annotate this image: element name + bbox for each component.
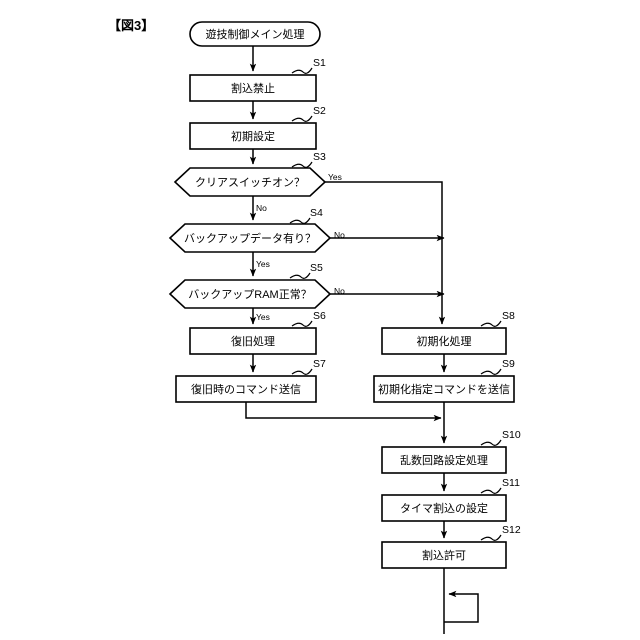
node-s2-label: 初期設定 [231,129,275,143]
process-shape [189,74,317,102]
branch-label-s3-yes: Yes [328,172,342,182]
leader-s4 [289,217,311,224]
process-shape [373,375,515,403]
leader-s6 [291,320,313,327]
node-s3[interactable]: クリアスイッチオン？ [173,167,327,197]
node-start-label: 遊技制御メイン処理 [206,27,305,41]
node-s7-label: 復旧時のコマンド送信 [191,382,301,396]
node-s10[interactable]: 乱数回路設定処理 [381,446,507,474]
process-shape [175,375,317,403]
branch-label-s3-no: No [256,203,267,213]
node-s8[interactable]: 初期化処理 [381,327,507,355]
node-s12-label: 割込許可 [422,548,466,562]
leader-s2 [291,115,313,122]
branch-label-group: Yes No Yes No Yes No [256,172,345,322]
step-label-s1: S1 [313,57,326,69]
process-shape [189,122,317,150]
node-s9-label: 初期化指定コマンドを送信 [378,382,510,396]
node-s8-label: 初期化処理 [417,334,472,348]
process-shape [381,327,507,355]
connector-group [245,46,479,634]
node-s12[interactable]: 割込許可 [381,541,507,569]
step-label-s7: S7 [313,358,326,370]
branch-label-s4-no: No [334,230,345,240]
connector-s3-yes-to-s8 [325,181,446,325]
step-label-s9: S9 [502,358,515,370]
node-s4-label: バックアップデータ有り？ [184,231,316,245]
branch-label-s5-no: No [334,286,345,296]
branch-label-s5-yes: Yes [256,312,270,322]
leader-s1 [291,67,313,74]
step-label-s11: S11 [502,477,520,489]
process-shape [381,541,507,569]
leader-s7 [291,368,313,375]
node-s11[interactable]: タイマ割込の設定 [381,494,507,522]
leader-s9 [480,368,502,375]
branch-label-s4-yes: Yes [256,259,270,269]
leader-s12 [480,534,502,541]
step-label-s3: S3 [313,151,326,163]
step-number-group: S1 S2 S3 S4 S5 S6 S7 S8 S9 S10 S11 S12 [310,57,521,536]
node-s7[interactable]: 復旧時のコマンド送信 [175,375,317,403]
node-s9[interactable]: 初期化指定コマンドを送信 [373,375,515,403]
step-label-s6: S6 [313,310,326,322]
step-label-s5: S5 [310,262,323,274]
leader-s5 [289,272,311,279]
process-shape [189,327,317,355]
step-label-s10: S10 [502,429,521,441]
connector-loop-back [444,590,479,623]
connector-s7-to-merge [245,402,442,422]
leader-s8 [480,320,502,327]
leader-s11 [480,487,502,494]
node-s11-label: タイマ割込の設定 [400,501,488,515]
node-s1-label: 割込禁止 [231,81,275,95]
decision-shape [168,223,332,253]
leader-s10 [480,439,502,446]
node-s3-label: クリアスイッチオン？ [195,176,305,189]
node-s6[interactable]: 復旧処理 [189,327,317,355]
step-label-s12: S12 [502,524,521,536]
step-leader-group [289,67,502,541]
node-s5-label: バックアップRAM正常？ [188,288,311,301]
figure-number-label: 【図3】 [108,18,154,33]
step-label-s2: S2 [313,105,326,117]
decision-shape [173,167,327,197]
terminator-shape [189,21,321,47]
process-shape [381,446,507,474]
node-s1[interactable]: 割込禁止 [189,74,317,102]
decision-shape [168,279,332,309]
node-s6-label: 復旧処理 [231,335,275,348]
step-label-s4: S4 [310,207,323,219]
leader-s3 [291,161,313,168]
process-shape [381,494,507,522]
node-s10-label: 乱数回路設定処理 [400,453,488,467]
node-s2[interactable]: 初期設定 [189,122,317,150]
node-start[interactable]: 遊技制御メイン処理 [189,21,321,47]
node-s5[interactable]: バックアップRAM正常？ [168,279,332,309]
node-s4[interactable]: バックアップデータ有り？ [168,223,332,253]
step-label-s8: S8 [502,310,515,322]
